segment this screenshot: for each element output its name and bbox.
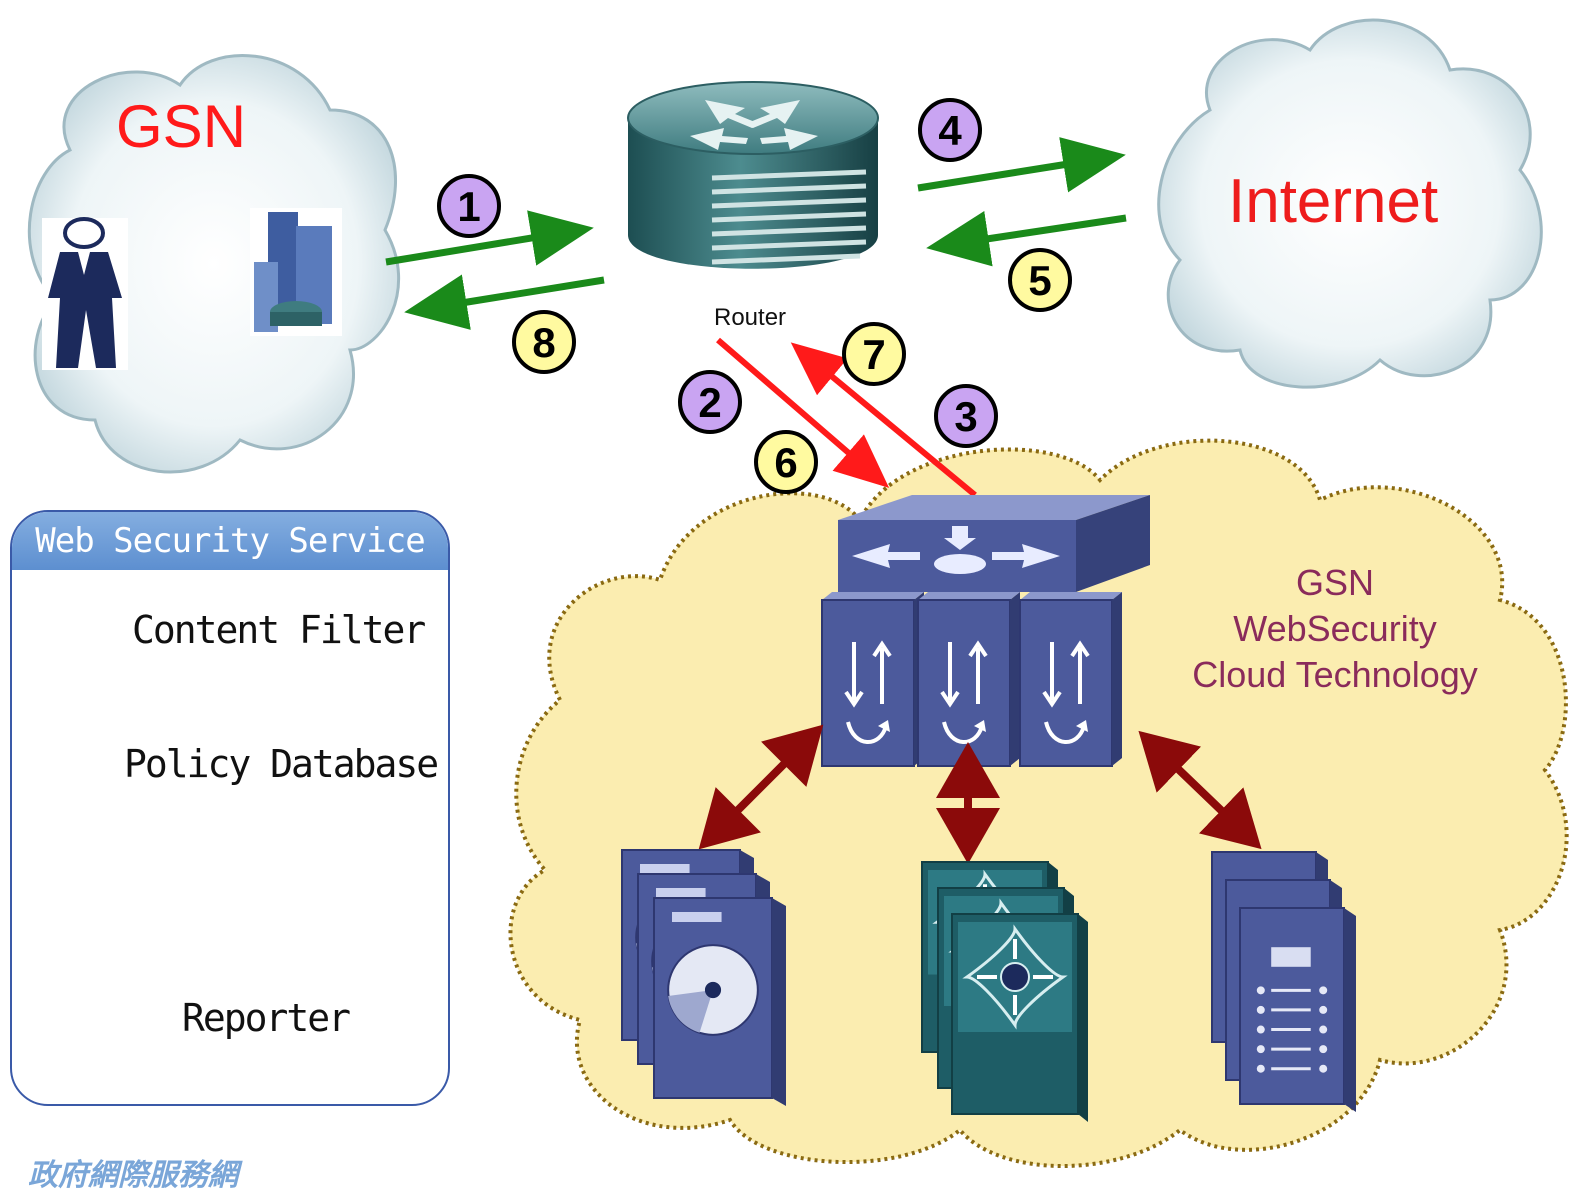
step-marker-4: 4 (918, 98, 982, 162)
arrow-3-7 (790, 342, 977, 498)
step-number: 3 (954, 393, 977, 440)
reporter-unit-3 (951, 913, 1088, 1122)
building-icon (250, 208, 342, 336)
arrow-5 (926, 211, 1127, 267)
policy-database-group (621, 849, 786, 1106)
legend-label-policy-database: Policy Database (124, 742, 439, 786)
link-to-servers (1138, 730, 1262, 850)
gsn-cloud (14, 54, 401, 490)
step-number: 2 (698, 379, 721, 426)
reporter-group (921, 861, 1088, 1122)
backend-links (698, 724, 1262, 864)
step-marker-2: 2 (678, 370, 742, 434)
content-filter-stack (821, 592, 1122, 767)
step-marker-1: 1 (437, 174, 501, 238)
step-marker-3: 3 (934, 384, 998, 448)
arrow-4 (917, 137, 1126, 193)
server-group (1211, 851, 1356, 1112)
internet-cloud-label: Internet (1228, 167, 1439, 236)
switch-icon (838, 495, 1150, 592)
step-marker-7: 7 (842, 322, 906, 386)
step-number: 7 (862, 331, 885, 378)
arrow-1 (385, 210, 594, 266)
internet-cloud (1157, 12, 1543, 400)
flow-arrows-green (385, 137, 1127, 330)
step-number: 5 (1028, 257, 1051, 304)
legend-label-reporter: Reporter (182, 996, 351, 1040)
step-marker-5: 5 (1008, 248, 1072, 312)
content-filter-unit-1 (821, 592, 924, 767)
step-number: 6 (774, 439, 797, 486)
websecurity-cloud-label: GSN WebSecurity Cloud Technology (1192, 562, 1478, 695)
arrow-2-6 (716, 337, 890, 488)
step-marker-8: 8 (512, 310, 576, 374)
footer-text: 政府網際服務網 (28, 1159, 238, 1192)
router-label: Router (714, 304, 787, 331)
link-to-database (698, 724, 824, 850)
step-markers: 1 2 3 4 5 6 7 8 (437, 98, 1072, 494)
router-icon (627, 81, 879, 269)
legend-panel: Web Security Service Content Filter Poli… (10, 510, 450, 1106)
step-number: 4 (938, 107, 962, 154)
user-icon (42, 217, 128, 370)
legend-label-content-filter: Content Filter (132, 608, 426, 652)
content-filter-unit-3 (1019, 592, 1122, 767)
policy-database-unit-3 (653, 897, 786, 1106)
step-number: 1 (457, 183, 480, 230)
gsn-cloud-label: GSN (116, 93, 247, 160)
server-unit-3 (1239, 907, 1356, 1112)
flow-arrows-red (716, 337, 977, 498)
legend-title: Web Security Service (12, 512, 448, 570)
arrow-8 (404, 274, 605, 330)
step-number: 8 (532, 319, 555, 366)
content-filter-unit-2 (917, 592, 1020, 767)
step-marker-6: 6 (754, 430, 818, 494)
